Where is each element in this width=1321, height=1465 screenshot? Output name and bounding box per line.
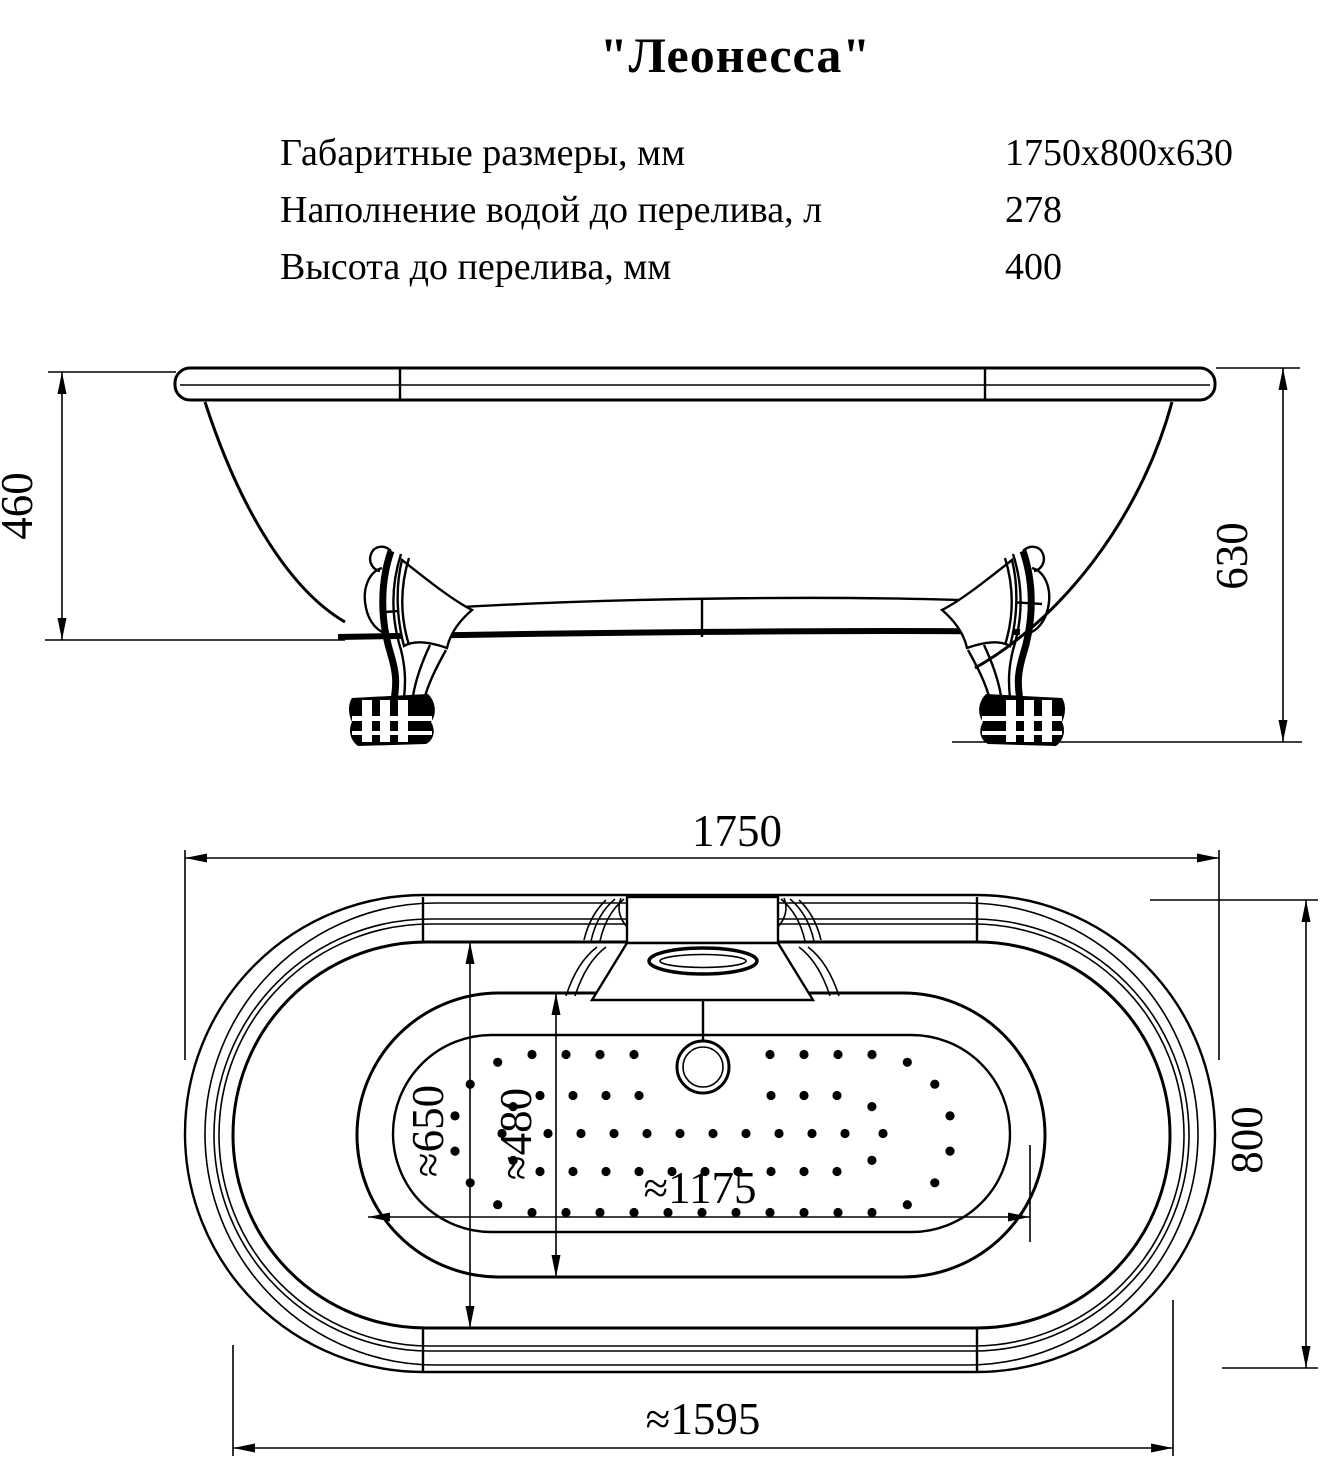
headrest-panel: [589, 941, 816, 1002]
dim-label-650: ≈650: [403, 1085, 453, 1177]
dim-label-800: 800: [1222, 1106, 1272, 1174]
dim-label-630: 630: [1207, 522, 1257, 590]
dim-label-1595: ≈1595: [646, 1394, 761, 1444]
top-view: 1750 800 ≈650 ≈480: [183, 806, 1318, 1456]
spec-label: Наполнение водой до перелива, л: [280, 189, 823, 231]
dimension-floor-width: ≈480: [491, 993, 561, 1277]
overflow-hole-inner: [682, 1046, 724, 1088]
dimension-inner-length: ≈1595: [232, 1300, 1174, 1456]
spec-value: 278: [1005, 189, 1062, 231]
right-clawfoot: [942, 547, 1065, 746]
spec-value: 400: [1005, 246, 1062, 288]
outer-rim-edge: [183, 893, 1217, 1374]
page-title: "Леонесса": [599, 27, 872, 83]
spec-row: Высота до перелива, мм 400: [280, 245, 1280, 302]
anti-slip-dot-pattern: [450, 1049, 955, 1218]
spec-row: Габаритные размеры, мм 1750x800x630: [280, 131, 1280, 188]
spec-label: Высота до перелива, мм: [280, 246, 672, 288]
tub-rim-side: [173, 366, 1217, 402]
dimension-total-height: 630: [1207, 368, 1288, 742]
spec-label: Габаритные размеры, мм: [280, 132, 686, 174]
bowl-floor-edge: [391, 1033, 1012, 1234]
overflow-hole: [675, 1039, 731, 1095]
dimension-length: 1750: [184, 806, 1220, 1060]
tub-body-left-edge: [203, 401, 346, 624]
dim-label-1750: 1750: [692, 806, 782, 856]
dimension-rim-height: 460: [0, 372, 67, 640]
dim-label-480: ≈480: [491, 1088, 541, 1180]
headrest-block: [565, 895, 840, 1095]
headrest-slot: [647, 946, 759, 976]
dimension-inner-width: ≈650: [403, 942, 475, 1328]
left-clawfoot: [349, 547, 472, 746]
dimension-floor-length: ≈1175: [368, 1145, 1031, 1242]
spec-table: Габаритные размеры, мм 1750x800x630 Напо…: [280, 131, 1280, 302]
dim-label-1175: ≈1175: [643, 1163, 756, 1213]
spec-row: Наполнение водой до перелива, л 278: [280, 188, 1280, 245]
spec-value: 1750x800x630: [1005, 132, 1233, 174]
side-view: 460 630: [0, 366, 1302, 746]
dim-label-460: 460: [0, 472, 42, 540]
dimension-width: 800: [1150, 899, 1318, 1369]
headrest-upper-panel: [625, 895, 780, 945]
headrest-slot-inner: [659, 953, 747, 969]
